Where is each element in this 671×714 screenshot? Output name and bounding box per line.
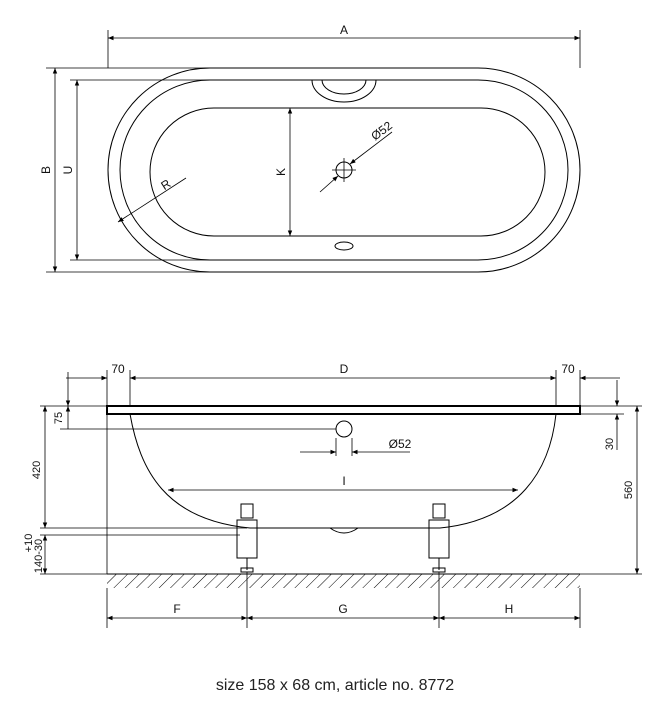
overflow-notch — [311, 79, 377, 103]
dimension-a-label: A — [340, 23, 348, 37]
plan-view: A B U K R Ø52 — [39, 23, 581, 273]
tub-rim-elevation — [106, 405, 581, 415]
dimension-f-label: F — [173, 602, 180, 616]
overflow-notch-inner — [321, 79, 367, 95]
product-caption: size 158 x 68 cm, article no. 8772 — [216, 677, 454, 694]
dimension-k-label: K — [274, 168, 288, 176]
dimension-420-label: 420 — [31, 461, 43, 479]
dimension-h-label: H — [505, 602, 514, 616]
overflow-diameter-label: Ø52 — [389, 437, 412, 451]
floor-hatch — [107, 574, 580, 588]
dimension-i-label: I — [342, 474, 345, 488]
dimension-leg-adjust-bottom-label: 140-30 — [33, 539, 45, 573]
dimension-75-label: 75 — [53, 412, 65, 424]
dimension-d-label: D — [340, 362, 349, 376]
dimension-right-rim-label: 70 — [561, 362, 575, 376]
dimension-u-label: U — [61, 166, 75, 175]
dimension-leg-adjust-top-label: +10 — [23, 534, 35, 553]
elevation-view: Ø52 70 D 70 75 — [23, 362, 642, 628]
tub-rim-inner — [119, 79, 569, 261]
waste-outlet-elevation — [329, 527, 359, 534]
leg-right — [428, 503, 450, 573]
dimension-30-label: 30 — [604, 438, 616, 450]
overflow-circle — [335, 420, 353, 438]
tub-basin-outline — [149, 107, 546, 237]
dimension-b-label: B — [39, 166, 53, 174]
tub-body-profile — [129, 413, 557, 529]
drain-diameter-label: Ø52 — [368, 118, 395, 143]
dimension-left-rim-label: 70 — [111, 362, 125, 376]
dimension-560-label: 560 — [623, 481, 635, 499]
drain-dimension-arrow-high — [349, 131, 393, 165]
radius-r-label: R — [158, 176, 173, 193]
drain-dimension-arrow-low — [319, 175, 339, 193]
tub-outer-outline — [107, 67, 581, 273]
leg-left — [236, 503, 258, 573]
dimension-g-label: G — [338, 602, 347, 616]
drain-outlet — [334, 241, 354, 251]
radius-r-line — [117, 177, 187, 223]
